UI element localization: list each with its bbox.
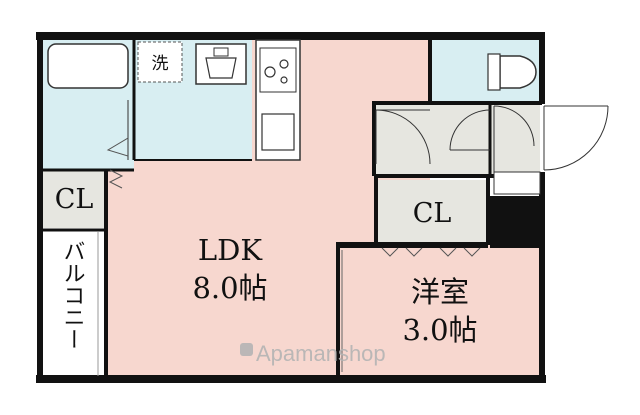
- closet-right-fill: [378, 180, 486, 242]
- closet-left-fill: [42, 170, 104, 228]
- pipe-shaft: [490, 196, 542, 248]
- washbasin-icon: [195, 43, 247, 85]
- entrance-doors: [375, 105, 535, 172]
- closet-door-marks: [108, 169, 481, 257]
- ldk-size-label: 8.0帖: [192, 271, 267, 305]
- toilet-icon: [499, 55, 537, 89]
- bath-door-arrow-icon: [106, 137, 129, 157]
- bathtub-icon: [47, 43, 129, 89]
- shoe-cabinet: [493, 171, 541, 195]
- watermark: Apamanshop: [240, 341, 386, 366]
- outer-walls: [36, 32, 546, 383]
- washing-machine-icon: [137, 41, 183, 83]
- balcony-area: [42, 232, 104, 375]
- balcony-label: バルコニー: [60, 240, 85, 350]
- ldk-name-label: LDK: [198, 233, 264, 267]
- closet-left-label: CL: [55, 184, 94, 215]
- entrance: [374, 102, 540, 174]
- western-name-label: 洋室: [411, 275, 469, 309]
- watermark-text: Apamanshop: [256, 341, 386, 366]
- western-room: [340, 245, 540, 375]
- laundry-label: 洗: [152, 54, 169, 74]
- western-size-label: 3.0帖: [402, 313, 477, 347]
- sink-icon: [261, 113, 295, 151]
- closet-right-label: CL: [413, 198, 452, 229]
- front-door-icon: [543, 105, 609, 171]
